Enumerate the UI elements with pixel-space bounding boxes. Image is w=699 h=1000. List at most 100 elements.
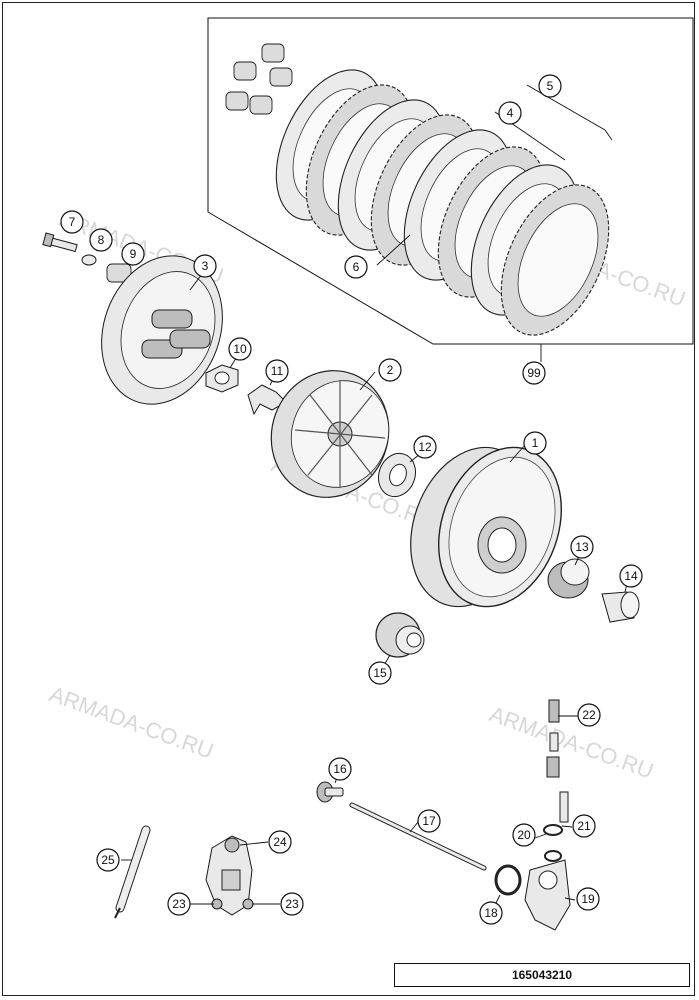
callout-14: 14 bbox=[619, 564, 643, 588]
callout-15: 15 bbox=[368, 661, 392, 685]
callout-label: 22 bbox=[582, 708, 596, 722]
clutch-plate-inner bbox=[517, 203, 599, 317]
callout-22: 22 bbox=[577, 703, 601, 727]
clutch-springs bbox=[225, 43, 293, 115]
callout-circle bbox=[523, 431, 547, 455]
callout-13: 13 bbox=[570, 535, 594, 559]
callout-circle bbox=[268, 830, 292, 854]
callout-label: 3 bbox=[202, 259, 209, 273]
callout-12: 12 bbox=[413, 435, 437, 459]
clutch-master-cylinder bbox=[205, 835, 254, 916]
callout-24: 24 bbox=[268, 830, 292, 854]
callout-label: 18 bbox=[484, 906, 498, 920]
callout-label: 2 bbox=[387, 363, 394, 377]
inner-clutch-hub bbox=[270, 370, 390, 498]
callout-label: 5 bbox=[547, 79, 554, 93]
callout-25: 25 bbox=[96, 848, 120, 872]
callout-16: 16 bbox=[328, 757, 352, 781]
callout-label: 23 bbox=[285, 897, 299, 911]
needle-bearing bbox=[547, 558, 590, 599]
watermark-4: ARMADA-CO.RU bbox=[46, 681, 217, 763]
callout-circle bbox=[368, 661, 392, 685]
callout-11: 11 bbox=[265, 359, 289, 383]
callout-circle bbox=[328, 757, 352, 781]
callout-20: 20 bbox=[512, 823, 536, 847]
callout-label: 9 bbox=[130, 247, 137, 261]
callout-label: 21 bbox=[577, 819, 591, 833]
callout-21: 21 bbox=[572, 814, 596, 838]
callout-circle bbox=[167, 892, 191, 916]
callout-2: 2 bbox=[378, 358, 402, 382]
callout-label: 1 bbox=[532, 436, 539, 450]
callout-label: 24 bbox=[273, 835, 287, 849]
callout-23: 23 bbox=[280, 892, 304, 916]
callout-label: 10 bbox=[233, 342, 247, 356]
callout-circle bbox=[479, 901, 503, 925]
bleed-screw bbox=[546, 699, 560, 778]
callout-circle bbox=[60, 210, 84, 234]
callout-label: 17 bbox=[422, 814, 436, 828]
callout-circle bbox=[522, 361, 546, 385]
callout-label: 16 bbox=[333, 762, 347, 776]
bushing bbox=[601, 591, 640, 623]
callout-circle bbox=[344, 255, 368, 279]
callout-4: 4 bbox=[498, 101, 522, 125]
callout-circle bbox=[572, 814, 596, 838]
callout-circle bbox=[417, 809, 441, 833]
callout-label: 99 bbox=[527, 366, 541, 380]
watermark-5: ARMADA-CO.RU bbox=[486, 701, 657, 783]
diagram-code-box: 165043210 bbox=[394, 963, 690, 987]
banjo-fitting bbox=[543, 791, 569, 862]
callout-1: 1 bbox=[523, 431, 547, 455]
callout-circle bbox=[378, 358, 402, 382]
callout-19: 19 bbox=[576, 887, 600, 911]
callout-circle bbox=[570, 535, 594, 559]
callout-10: 10 bbox=[228, 337, 252, 361]
callout-circle bbox=[265, 359, 289, 383]
outer-clutch-basket bbox=[410, 446, 562, 608]
callout-label: 7 bbox=[69, 215, 76, 229]
callout-circle bbox=[121, 242, 145, 266]
bolt-washer-spring bbox=[42, 232, 132, 283]
callout-circle bbox=[538, 74, 562, 98]
callout-label: 11 bbox=[271, 364, 284, 378]
callout-99: 99 bbox=[522, 361, 546, 385]
thrust-washer bbox=[377, 452, 417, 498]
slave-cylinder bbox=[524, 859, 571, 931]
callout-17: 17 bbox=[417, 809, 441, 833]
callout-circle bbox=[498, 101, 522, 125]
diagram-code: 165043210 bbox=[511, 968, 573, 982]
callout-circle bbox=[193, 254, 217, 278]
o-ring bbox=[494, 864, 522, 896]
callout-5: 5 bbox=[538, 74, 562, 98]
callout-3: 3 bbox=[193, 254, 217, 278]
callout-label: 25 bbox=[101, 853, 115, 867]
callout-label: 4 bbox=[507, 106, 514, 120]
grease-syringe bbox=[114, 825, 151, 919]
callout-circle bbox=[96, 848, 120, 872]
callout-circle bbox=[576, 887, 600, 911]
callout-label: 8 bbox=[98, 233, 105, 247]
callout-7: 7 bbox=[60, 210, 84, 234]
callout-circle bbox=[577, 703, 601, 727]
callout-label: 15 bbox=[373, 666, 387, 680]
callout-18: 18 bbox=[479, 901, 503, 925]
callout-circle bbox=[512, 823, 536, 847]
callout-circle bbox=[280, 892, 304, 916]
callout-circle bbox=[228, 337, 252, 361]
callout-6: 6 bbox=[344, 255, 368, 279]
callout-8: 8 bbox=[89, 228, 113, 252]
primary-gear bbox=[375, 612, 425, 658]
callout-label: 19 bbox=[581, 892, 595, 906]
callout-label: 23 bbox=[172, 897, 186, 911]
callout-circle bbox=[619, 564, 643, 588]
pressure-plate bbox=[101, 255, 223, 405]
callout-label: 6 bbox=[353, 260, 360, 274]
callout-label: 14 bbox=[624, 569, 638, 583]
clutch-plates-stack bbox=[275, 69, 610, 336]
callout-9: 9 bbox=[121, 242, 145, 266]
callout-label: 12 bbox=[418, 440, 432, 454]
callout-label: 13 bbox=[575, 540, 589, 554]
